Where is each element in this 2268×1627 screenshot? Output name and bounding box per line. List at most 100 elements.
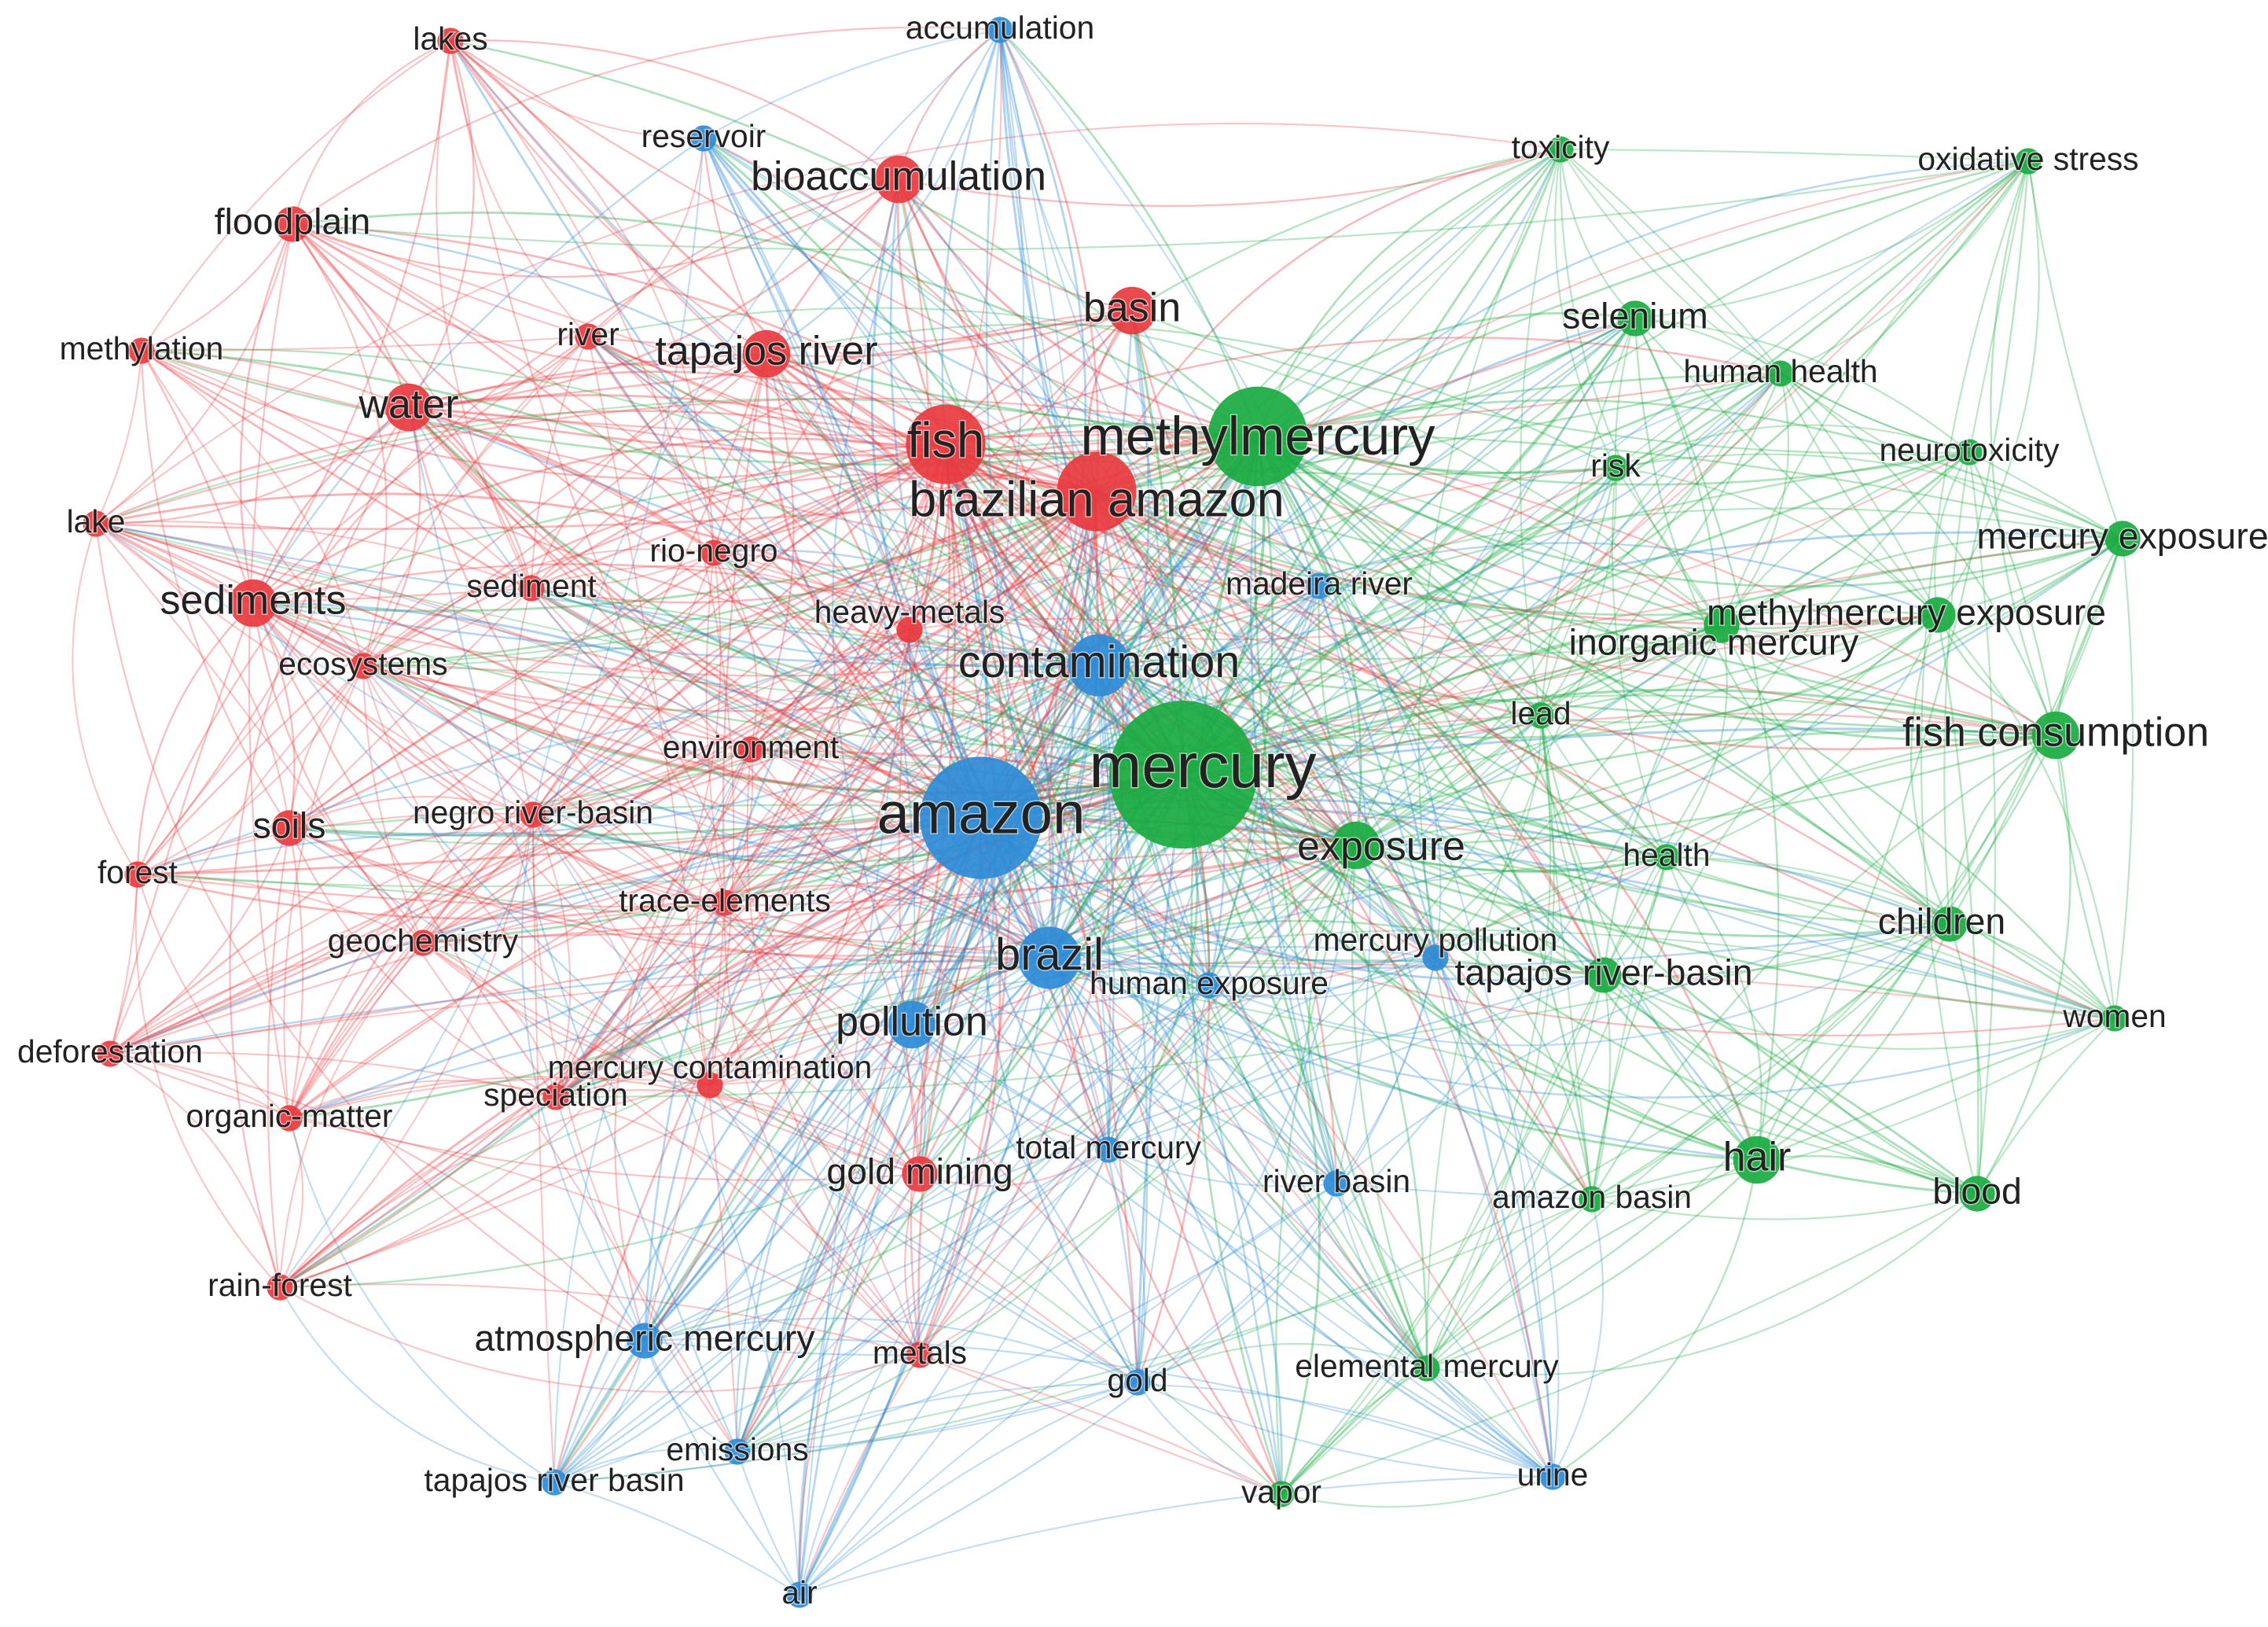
node-soils[interactable] — [271, 810, 307, 846]
node-brazil[interactable] — [1018, 926, 1081, 989]
node-geochemistry[interactable] — [410, 929, 436, 956]
node-madeira-river[interactable] — [1306, 572, 1332, 599]
node-air[interactable] — [786, 1581, 813, 1608]
node-methylmercury-exposure[interactable] — [1920, 597, 1956, 633]
edge-emissions-fish — [736, 443, 951, 1453]
node-water[interactable] — [384, 383, 433, 432]
node-mercury[interactable] — [1109, 701, 1257, 848]
node-ecosystems[interactable] — [350, 653, 377, 679]
label-methylmercury: methylmercury — [1080, 406, 1435, 466]
node-contamination[interactable] — [1068, 634, 1130, 697]
edge-oxidative-stress-risk — [1614, 160, 2030, 469]
node-exposure[interactable] — [1332, 821, 1380, 870]
node-oxidative-stress[interactable] — [2015, 148, 2042, 175]
node-human-exposure[interactable] — [1196, 972, 1222, 999]
edge-geochemistry-gold-mining — [421, 941, 921, 1176]
node-basin[interactable] — [1108, 286, 1156, 335]
node-river[interactable] — [575, 323, 601, 350]
node-sediment[interactable] — [518, 575, 545, 602]
node-floodplain[interactable] — [274, 206, 311, 242]
node-methylation[interactable] — [128, 337, 155, 364]
edge-mercury-contamination-pollution — [708, 1023, 913, 1087]
edge-tapajos-river-elemental-mercury — [765, 352, 1428, 1370]
node-gold-mining[interactable] — [902, 1156, 938, 1192]
node-lake[interactable] — [83, 510, 109, 537]
node-mercury-exposure[interactable] — [2104, 521, 2141, 557]
node-amazon[interactable] — [920, 756, 1042, 879]
edge-water-sediment — [407, 406, 533, 590]
edge-children-brazil — [1048, 922, 1951, 970]
node-mercury-contamination[interactable] — [697, 1072, 723, 1099]
edge-selenium-toxicity — [1559, 148, 1637, 320]
node-total-mercury[interactable] — [1095, 1136, 1122, 1163]
node-tapajos-river-basin[interactable] — [1586, 957, 1622, 993]
edge-river-contamination — [586, 335, 1101, 667]
node-rio-negro[interactable] — [700, 539, 727, 566]
node-river-basin[interactable] — [1323, 1170, 1350, 1197]
node-negro-river-basin[interactable] — [520, 801, 546, 828]
edge-gold-mining-organic-matter — [288, 1076, 921, 1176]
label-rain-forest: rain-forest — [208, 1267, 352, 1303]
edge-hair-women — [1755, 1017, 2116, 1161]
node-hair[interactable] — [1733, 1136, 1781, 1184]
edge-atmospheric-mercury-gold — [643, 1317, 1139, 1384]
node-heavy-metals[interactable] — [896, 617, 923, 643]
node-deforestation[interactable] — [97, 1040, 123, 1067]
node-speciation[interactable] — [542, 1084, 569, 1110]
edge-bioaccumulation-rio-negro — [712, 178, 900, 554]
node-rain-forest[interactable] — [266, 1274, 293, 1301]
edge-environment-tapajos-river — [749, 352, 795, 751]
node-mercury-pollution[interactable] — [1422, 944, 1449, 971]
node-emissions[interactable] — [724, 1438, 751, 1465]
edge-children-inorganic-mercury — [1720, 624, 1951, 926]
node-neurotoxicity[interactable] — [1956, 439, 1983, 466]
node-fish[interactable] — [906, 404, 986, 484]
node-reservoir[interactable] — [690, 125, 717, 152]
node-fish-consumption[interactable] — [2031, 711, 2080, 760]
edge-neurotoxicity-selenium — [1634, 317, 1971, 454]
node-health[interactable] — [1653, 844, 1680, 871]
edge-heavy-metals-trace-elements — [723, 628, 911, 904]
label-emissions: emissions — [666, 1431, 808, 1467]
edge-children-mercury — [1182, 773, 1951, 937]
edge-environment-negro-river-basin — [531, 748, 752, 816]
node-selenium[interactable] — [1617, 300, 1653, 337]
node-children[interactable] — [1932, 906, 1968, 942]
node-metals[interactable] — [906, 1342, 933, 1368]
node-toxicity[interactable] — [1547, 136, 1574, 163]
node-risk[interactable] — [1602, 455, 1629, 481]
node-atmospheric-mercury[interactable] — [627, 1323, 663, 1359]
label-human-exposure: human exposure — [1090, 965, 1329, 1001]
node-methylmercury[interactable] — [1208, 386, 1308, 487]
node-forest[interactable] — [124, 861, 151, 888]
edge-reservoir-madeira-river — [702, 137, 1321, 587]
node-environment[interactable] — [737, 736, 764, 763]
node-accumulation[interactable] — [987, 17, 1013, 43]
node-tapajos-river[interactable] — [742, 329, 791, 378]
node-urine[interactable] — [1539, 1463, 1566, 1490]
node-lakes[interactable] — [437, 28, 464, 54]
node-vapor[interactable] — [1268, 1481, 1295, 1507]
node-amazon-basin[interactable] — [1579, 1186, 1605, 1213]
edge-rain-forest-tapajos-river-basin-2 — [278, 1286, 556, 1484]
node-gold[interactable] — [1124, 1369, 1151, 1396]
edge-inorganic-mercury-neurotoxicity — [1720, 451, 1971, 627]
node-pollution[interactable] — [888, 1000, 936, 1049]
node-inorganic-mercury[interactable] — [1704, 607, 1740, 643]
node-tapajos-river-basin-2[interactable] — [541, 1469, 568, 1496]
node-organic-matter[interactable] — [276, 1105, 303, 1132]
node-human-health[interactable] — [1767, 360, 1794, 387]
node-blood[interactable] — [1959, 1176, 1995, 1212]
edge-human-health-water — [407, 372, 1782, 438]
label-bioaccumulation: bioaccumulation — [751, 154, 1046, 200]
edge-negro-river-basin-fish — [531, 443, 947, 816]
node-trace-elements[interactable] — [711, 889, 738, 916]
edge-tapajos-river-basin-inorganic-mercury — [1602, 624, 1723, 977]
node-elemental-mercury[interactable] — [1413, 1355, 1440, 1382]
node-sediments[interactable] — [229, 579, 278, 628]
node-bioaccumulation[interactable] — [874, 155, 923, 204]
node-women[interactable] — [2101, 1005, 2128, 1032]
node-brazilian-amazon[interactable] — [1057, 451, 1137, 532]
node-lead[interactable] — [1527, 702, 1554, 729]
